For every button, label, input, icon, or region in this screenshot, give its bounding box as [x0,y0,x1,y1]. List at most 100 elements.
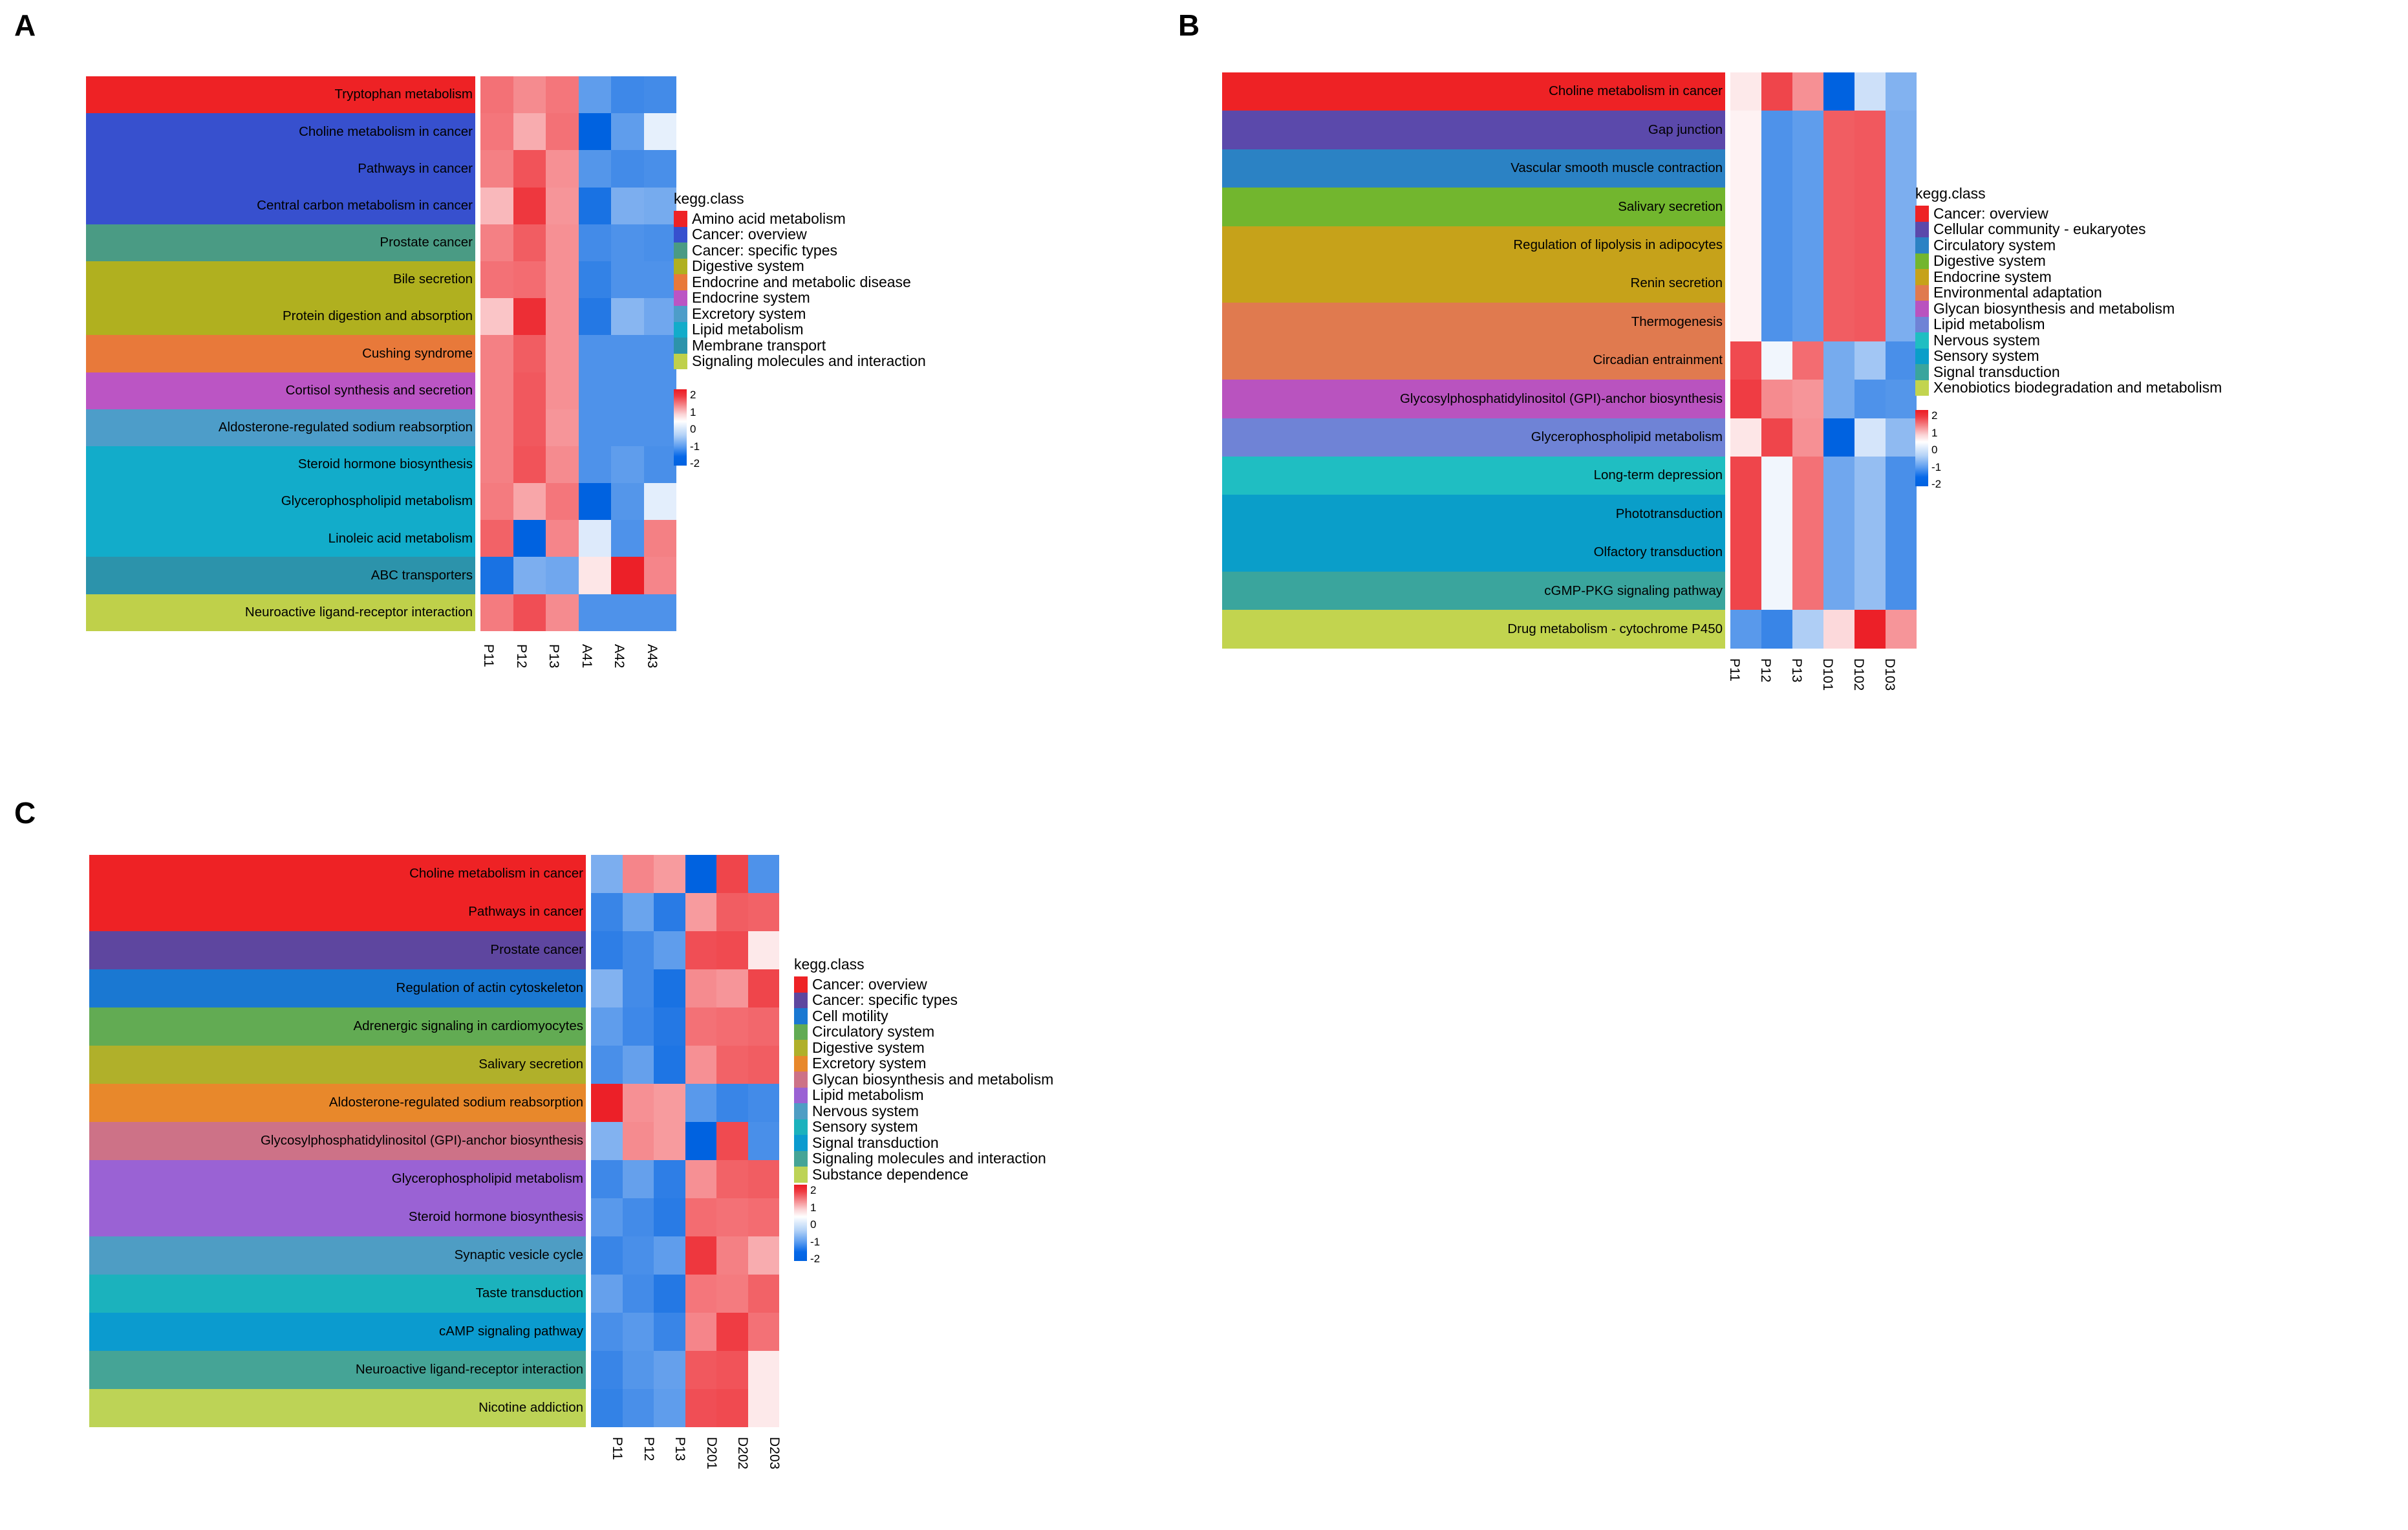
kegg-class-color-band [1222,264,1235,303]
heatmap-cell [1761,418,1792,457]
heatmap-cell [622,1084,654,1122]
heatmap-cell [1730,226,1761,264]
legend-label: Endocrine and metabolic disease [692,273,911,290]
pathway-row: Choline metabolism in cancer [1222,72,1725,111]
legend-item: Environmental adaptation [1915,285,2222,301]
pathway-label-cell: Nicotine addiction [102,1389,586,1427]
pathway-label: Linoleic acid metabolism [328,530,473,546]
legend-label: Nervous system [1933,331,2040,349]
heatmap-cell [1792,495,1823,533]
heatmap-cell [578,372,611,409]
pathway-label: Regulation of lipolysis in adipocytes [1513,237,1723,252]
heatmap-cell [1761,495,1792,533]
legend-label: Environmental adaptation [1933,284,2102,301]
legend-color-swatch [674,211,687,227]
kegg-class-color-band [86,187,100,224]
pathway-row: Cushing syndrome [86,335,475,372]
heatmap-cell [685,931,716,969]
pathway-label-cell: ABC transporters [100,557,475,594]
color-gradient-bar [1915,410,1928,486]
pathway-row: cGMP-PKG signaling pathway [1222,572,1725,610]
pathway-label-cell: Prostate cancer [100,224,475,261]
heatmap-cell [1730,149,1761,188]
heatmap-cell [654,893,685,931]
pathway-row: Long-term depression [1222,456,1725,495]
heatmap-cell [654,1275,685,1313]
pathway-row: Choline metabolism in cancer [86,113,475,151]
heatmap-cell [685,1084,716,1122]
legend-item: Digestive system [1915,253,2222,269]
heatmap-cell [591,1160,623,1198]
pathway-label: Glycerophospholipid metabolism [1531,429,1723,444]
heatmap-cell [480,557,513,594]
heatmap-row [591,1351,779,1389]
heatmap-cell [643,150,676,188]
heatmap-cell [654,1389,685,1427]
heatmap-cell [480,113,513,151]
legend-color-swatch [674,338,687,354]
color-scale-tick-label: 2 [690,389,696,401]
pathway-label-cell: Choline metabolism in cancer [100,113,475,151]
pathway-label: Glycosylphosphatidylinositol (GPI)-ancho… [1399,391,1723,406]
pathway-label: Salivary secretion [1618,199,1723,214]
legend-color-swatch [794,1150,808,1167]
heatmap-cell [622,931,654,969]
kegg-class-color-band [1222,380,1235,418]
column-label: P13 [546,644,562,669]
heatmap-cell [1854,495,1886,533]
heatmap-row [1730,226,1917,264]
heatmap-cell [716,893,748,931]
heatmap-row [591,1313,779,1351]
pathway-row: Pathways in cancer [89,893,586,931]
heatmap-cell [643,483,676,521]
legend-color-swatch [1915,348,1929,364]
heatmap-cell [1730,264,1761,303]
heatmap-cell [591,1084,623,1122]
heatmap-cell [685,1046,716,1084]
kegg-class-color-band [89,1007,102,1046]
legend-color-swatch [674,290,687,306]
heatmap-row [480,224,676,261]
heatmap-cell [1730,572,1761,610]
heatmap-cell [513,335,546,372]
heatmap-cell [611,76,644,114]
heatmap-row [1730,303,1917,341]
heatmap-cell [546,150,579,188]
heatmap-cell [622,1160,654,1198]
pathway-label-cell: Protein digestion and absorption [100,298,475,336]
heatmap-cell [1730,533,1761,572]
legend-label: Cancer: overview [1933,204,2048,222]
legend-item: Membrane transport [674,338,926,354]
legend-label: Excretory system [692,305,806,322]
pathway-label: ABC transporters [371,567,473,583]
heatmap-cell [546,187,579,224]
kegg-class-color-band [89,969,102,1007]
heatmap-cell [622,1275,654,1313]
heatmap-row [1730,572,1917,610]
pathway-label: Cortisol synthesis and secretion [285,382,473,398]
legend-label: Signaling molecules and interaction [812,1150,1046,1167]
legend-item: Cellular community - eukaryotes [1915,221,2222,237]
pathway-row: Renin secretion [1222,264,1725,303]
heatmap-cell [546,483,579,521]
pathway-label-cell: Aldosterone-regulated sodium reabsorptio… [102,1084,586,1122]
heatmap-cell [611,150,644,188]
column-label: A43 [644,644,660,669]
heatmap-cell [1792,533,1823,572]
heatmap-cell [480,520,513,557]
pathway-label: Steroid hormone biosynthesis [297,457,473,472]
heatmap-cell [747,1122,779,1160]
pathway-row: Synaptic vesicle cycle [89,1236,586,1275]
legend-color-swatch [674,321,687,338]
heatmap-cell [716,1236,748,1275]
heatmap-cell [643,261,676,299]
panel-a-heatmap [480,76,676,631]
heatmap-cell [611,113,644,151]
pathway-label-cell: Glycerophospholipid metabolism [1235,418,1725,457]
heatmap-cell [546,372,579,409]
legend-item: Signal transduction [794,1135,1053,1151]
heatmap-cell [643,187,676,224]
heatmap-cell [578,261,611,299]
heatmap-cell [716,1122,748,1160]
